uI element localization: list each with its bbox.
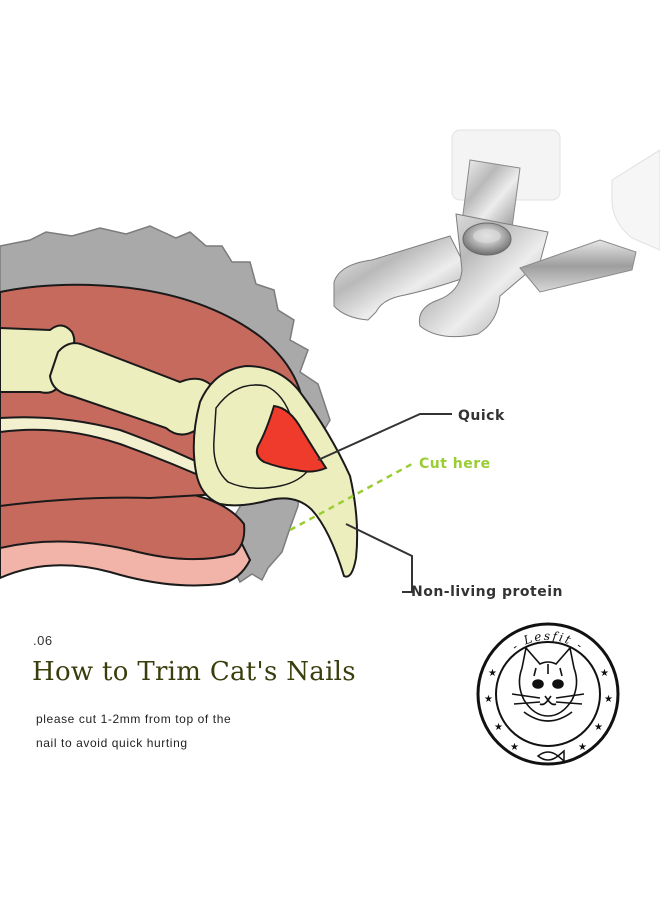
svg-text:★: ★ [578, 742, 587, 753]
brand-logo: - Lesfit - ★ ★ ★ ★ ★ ★ ★ ★ [476, 622, 620, 766]
cut-here-guide-line [289, 462, 413, 532]
nail-clipper-image [333, 129, 660, 338]
svg-text:★: ★ [484, 694, 493, 705]
quick-leader-line [317, 413, 452, 461]
clipper-blade-left [333, 235, 471, 321]
label-quick: Quick [458, 408, 505, 424]
step-number: .06 [33, 633, 53, 648]
paw-cross-section [0, 225, 359, 587]
label-cut-here: Cut here [419, 456, 491, 472]
svg-text:★: ★ [604, 694, 613, 705]
svg-text:★: ★ [494, 722, 503, 733]
instruction-line-1: please cut 1-2mm from top of the [36, 712, 232, 726]
svg-text:★: ★ [594, 722, 603, 733]
fish-icon [536, 749, 565, 763]
svg-text:★: ★ [488, 668, 497, 679]
logo-brand-text: - Lesfit - [509, 629, 587, 653]
non-living-leader-line [345, 523, 413, 593]
label-non-living-protein: Non-living protein [411, 584, 563, 600]
svg-text:★: ★ [510, 742, 519, 753]
cat-head-icon [511, 646, 585, 722]
clipper-blade-right [418, 213, 549, 338]
claw-nail [192, 364, 359, 578]
page-title: How to Trim Cat's Nails [32, 657, 356, 687]
nail-quick [255, 404, 328, 473]
clipper-arm-lower [519, 239, 637, 293]
clipper-handle-right [611, 149, 660, 251]
instruction-line-2: nail to avoid quick hurting [36, 736, 188, 750]
svg-text:★: ★ [600, 668, 609, 679]
